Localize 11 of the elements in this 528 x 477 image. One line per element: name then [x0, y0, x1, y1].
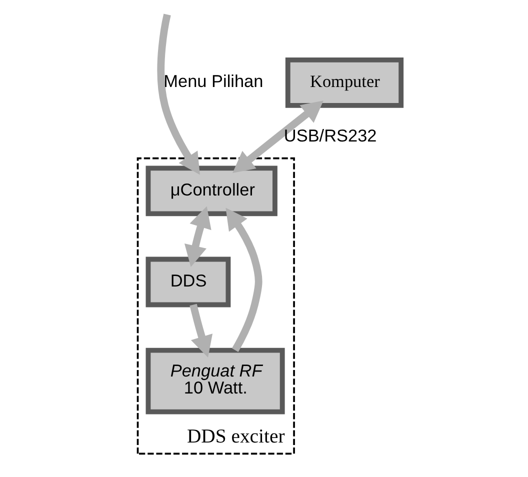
arrow: [189, 304, 212, 358]
arrow: [184, 206, 211, 267]
edge-label: Menu Pilihan: [163, 71, 263, 92]
arrow: [156, 14, 200, 175]
node-box: μController: [145, 166, 277, 216]
arrow: [232, 100, 323, 174]
edge-label: USB/RS232: [283, 125, 376, 146]
node-box: Komputer: [284, 57, 404, 108]
node-box: Penguat RF 10 Watt.: [145, 348, 284, 414]
node-box: DDS: [145, 256, 230, 308]
arrow: [225, 208, 262, 352]
